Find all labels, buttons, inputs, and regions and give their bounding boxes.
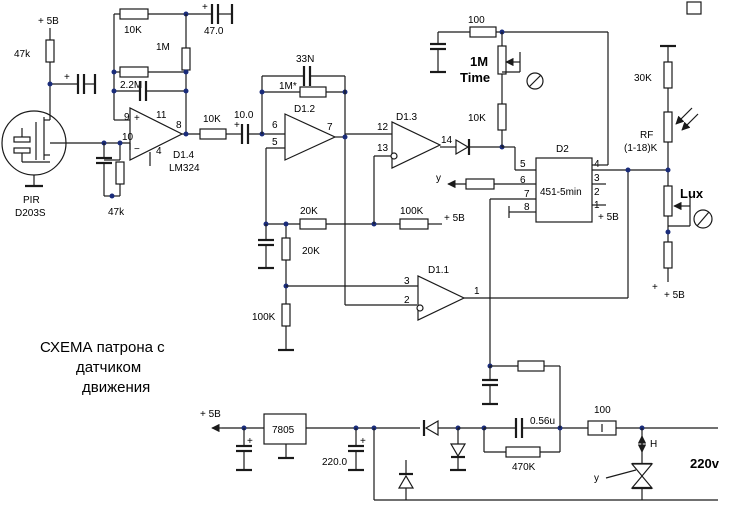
d2-pin5: 5 xyxy=(520,159,526,170)
d14-pin11: 11 xyxy=(156,110,167,121)
supply-plus5-left: + 5В xyxy=(200,409,221,420)
d13-name: D1.3 xyxy=(396,112,418,123)
d2-name: D2 xyxy=(556,144,569,155)
opamp-d14: + − 11 9 10 8 4 D1.4 LM324 xyxy=(122,107,200,174)
svg-text:+: + xyxy=(202,2,208,13)
d2-pin3: 3 xyxy=(594,173,600,184)
r47k-bot-label: 47k xyxy=(108,207,125,218)
opamp-d13: 12 13 14 D1.3 xyxy=(345,112,505,224)
d11-pin3: 3 xyxy=(404,276,410,287)
power-supply: + 5В + 7805 + 220.0 xyxy=(200,360,720,501)
opamp-d12: 6 5 7 D1.2 33N 1M* xyxy=(259,54,348,305)
svg-text:+: + xyxy=(652,282,658,293)
title-line-2: датчиком xyxy=(76,359,141,376)
d11-name: D1.1 xyxy=(428,265,450,276)
d2-pin6: 6 xyxy=(520,175,526,186)
light-sensor: 30K RF (1-18)K Lux + + 5B xyxy=(624,44,713,301)
title-line-3: движения xyxy=(82,379,150,396)
rf-line2: (1-18)K xyxy=(624,143,658,154)
d12-name: D1.2 xyxy=(294,104,316,115)
timer-d2: D2 451-5min 5 6 7 8 4 3 2 1 y + 5В xyxy=(436,144,668,360)
r100-mains-label: 100 xyxy=(594,405,611,416)
d14-pin4: 4 xyxy=(156,146,162,157)
supply-plus5-top: + 5В xyxy=(38,16,59,27)
corner-box xyxy=(686,1,702,15)
svg-text:−: − xyxy=(134,144,140,155)
pot-time-label: Time xyxy=(460,70,490,85)
r22m-label: 2.2M xyxy=(120,80,142,91)
d2-out-label: y xyxy=(436,173,441,184)
d14-pin9: 9 xyxy=(124,112,130,123)
d14-pin8: 8 xyxy=(176,120,182,131)
d11-pin2: 2 xyxy=(404,295,410,306)
svg-text:+: + xyxy=(360,436,366,447)
d2-pin7: 7 xyxy=(524,189,530,200)
svg-text:+: + xyxy=(234,120,240,131)
d2-part: 451-5min xyxy=(540,187,582,198)
d13-pin14: 14 xyxy=(441,135,453,146)
pir-supply: + 5В 47k + xyxy=(14,16,97,108)
r100k-a-label: 100K xyxy=(400,206,424,217)
d14-name: D1.4 xyxy=(173,150,195,161)
r10k-fb-label: 10K xyxy=(124,25,142,36)
c10-label: 10.0 xyxy=(234,110,254,121)
d14-chip: LM324 xyxy=(169,163,200,174)
d2-pin2: 2 xyxy=(594,187,600,198)
d13-pin13: 13 xyxy=(377,143,389,154)
schematic-title: СХЕМА патрона с датчиком движения xyxy=(40,339,165,396)
svg-text:+: + xyxy=(64,72,70,83)
r1m-fb-label: 1M xyxy=(156,42,170,53)
c056-label: 0.56u xyxy=(530,416,555,427)
d12-pin7: 7 xyxy=(327,122,333,133)
r100-top-label: 100 xyxy=(468,15,485,26)
c33n-label: 33N xyxy=(296,54,314,65)
pir-model: D203S xyxy=(15,208,46,219)
pir-sensor: PIR D203S xyxy=(1,108,95,219)
supply-plus5-right: + 5B xyxy=(664,290,685,301)
input-network: 47k xyxy=(95,140,130,218)
c47-label: 47.0 xyxy=(204,26,224,37)
d13-pin12: 12 xyxy=(377,122,389,133)
bias-divider: 20K 100K + 5В 20K 100K xyxy=(252,206,465,352)
rf-line1: RF xyxy=(640,130,653,141)
supply-plus5-div: + 5В xyxy=(444,213,465,224)
mains-label: 220v xyxy=(690,456,720,471)
svg-text:+: + xyxy=(247,436,253,447)
d2-pin8: 8 xyxy=(524,202,530,213)
pot-1m-label: 1M xyxy=(470,54,488,69)
r20k-b-label: 20K xyxy=(302,246,320,257)
lux-label: Lux xyxy=(680,186,704,201)
r10k-time-label: 10K xyxy=(468,113,486,124)
r100k-b-label: 100K xyxy=(252,312,276,323)
reg-label: 7805 xyxy=(272,425,295,436)
pir-name: PIR xyxy=(23,195,40,206)
r30k-label: 30K xyxy=(634,73,652,84)
opamp-d11: 3 2 1 D1.1 xyxy=(345,170,629,321)
time-network: 100 1M Time 10K xyxy=(430,15,609,171)
r1m-star-label: 1M* xyxy=(279,81,297,92)
svg-text:+: + xyxy=(134,113,140,124)
coupling: 10K + 10.0 xyxy=(199,110,285,144)
title-line-1: СХЕМА патрона с xyxy=(40,339,165,356)
c220-label: 220.0 xyxy=(322,457,347,468)
r470k-label: 470K xyxy=(512,462,536,473)
h-label: H xyxy=(650,439,657,450)
supply-plus5-d2: + 5В xyxy=(598,212,619,223)
r47k-top-label: 47k xyxy=(14,49,31,60)
d12-pin5: 5 xyxy=(272,137,278,148)
d11-pin1: 1 xyxy=(474,286,480,297)
r20k-a-label: 20K xyxy=(300,206,318,217)
r10k-series-label: 10K xyxy=(203,114,221,125)
d12-pin6: 6 xyxy=(272,120,278,131)
triac-gate-label: y xyxy=(594,473,599,484)
d14-pin10: 10 xyxy=(122,132,134,143)
d14-feedback: + 47.0 10K 1M 2.2M xyxy=(111,2,234,166)
